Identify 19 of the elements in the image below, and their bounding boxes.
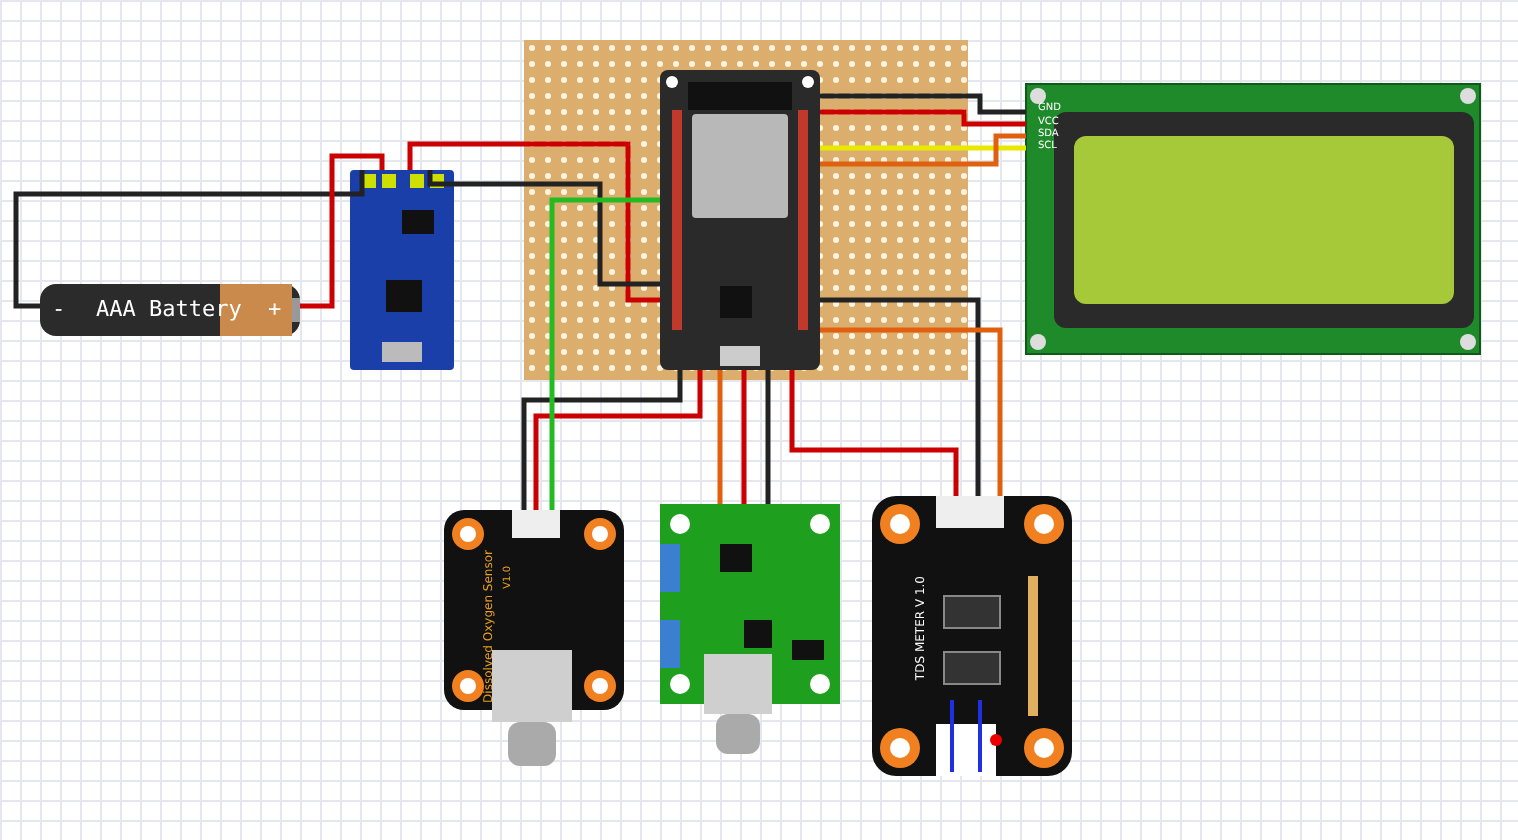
wire <box>13 170 365 309</box>
wire <box>717 370 723 504</box>
wire <box>549 197 660 510</box>
terminal-label: + <box>268 298 282 320</box>
wire <box>820 109 1026 127</box>
wire <box>521 370 683 510</box>
wire <box>820 297 981 496</box>
wire <box>820 145 1026 151</box>
wire <box>741 370 747 504</box>
wire <box>533 370 703 510</box>
wire <box>765 370 771 504</box>
wire <box>820 327 1003 496</box>
wire <box>407 141 660 303</box>
wire <box>789 370 959 496</box>
wire <box>820 93 1026 115</box>
terminal-label: - <box>52 298 66 320</box>
wire <box>820 133 1026 167</box>
wire <box>300 153 385 309</box>
wire <box>427 170 660 287</box>
